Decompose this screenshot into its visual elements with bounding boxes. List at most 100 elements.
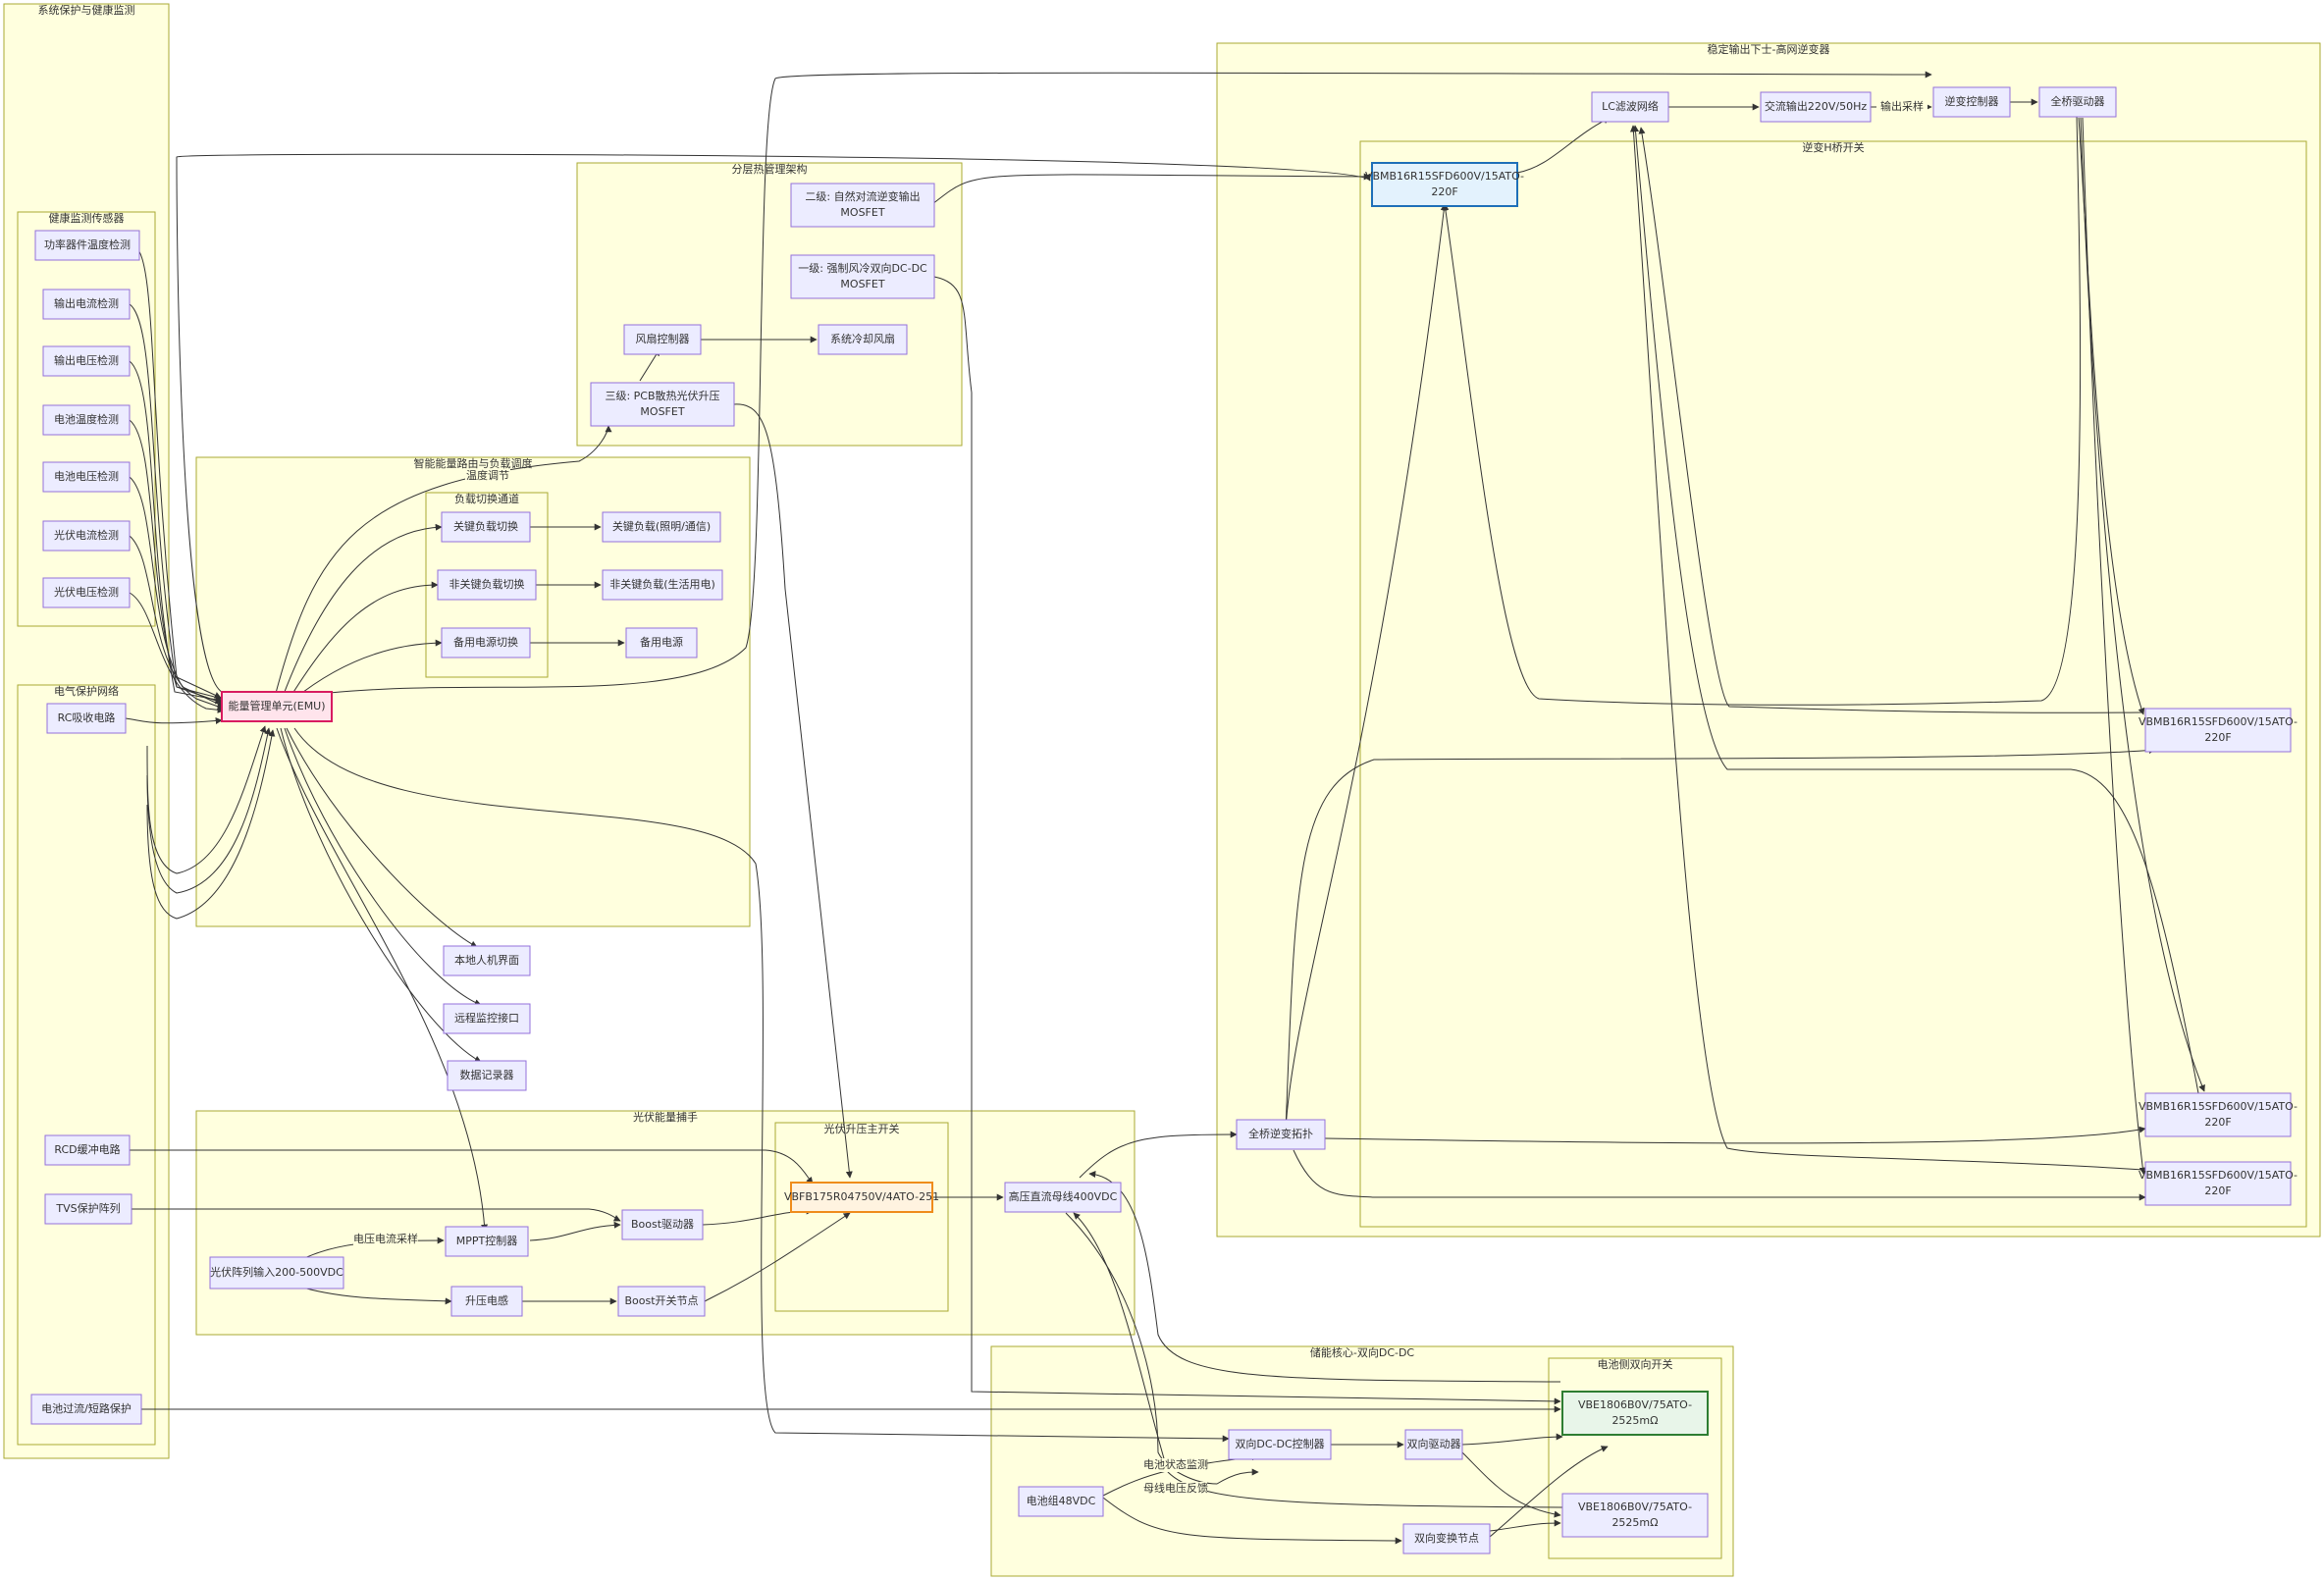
node-tvs-array[interactable]: TVS保护阵列 <box>44 1193 132 1225</box>
node-ac-output[interactable]: 交流输出220V/50Hz <box>1760 91 1872 123</box>
node-hbridge-q4[interactable]: VBMB16R15SFD600V/15ATO- 220F <box>2139 1161 2298 1206</box>
edge-outcur-to-emu <box>129 303 223 701</box>
node-noncritical-load-switch[interactable]: 非关键负载切换 <box>437 569 537 601</box>
node-label: 220F <box>2204 731 2231 744</box>
node-inverter-controller[interactable]: 逆变控制器 <box>1932 86 2011 118</box>
node-bidir-controller[interactable]: 双向DC-DC控制器 <box>1228 1429 1332 1460</box>
edge-drv-to-batq2 <box>1461 1451 1561 1518</box>
node-boost-switch-node[interactable]: Boost开关节点 <box>617 1286 706 1317</box>
node-mppt-controller[interactable]: MPPT控制器 <box>445 1226 529 1257</box>
node-pv-voltage[interactable]: 光伏电压检测 <box>42 577 131 608</box>
node-critical-load-switch[interactable]: 关键负载切换 <box>441 511 531 543</box>
node-temp-power-device[interactable]: 功率器件温度检测 <box>34 230 140 261</box>
group-title: 健康监测传感器 <box>49 211 125 225</box>
node-battery-q2[interactable]: VBE1806B0V/75ATO-2525mΩ <box>1561 1493 1709 1538</box>
node-hbridge-q3[interactable]: VBMB16R15SFD600V/15ATO- 220F <box>2139 1092 2298 1137</box>
group-title: 储能核心-双向DC-DC <box>1310 1345 1415 1359</box>
node-label: 220F <box>2204 1116 2231 1129</box>
node-output-voltage[interactable]: 输出电压检测 <box>42 345 131 377</box>
node-label: 2525mΩ <box>1611 1414 1658 1427</box>
node-hv-bus[interactable]: 高压直流母线400VDC <box>1004 1182 1122 1213</box>
group-electrical-protection: 电气保护网络 <box>17 684 156 1446</box>
node-hbridge-q1[interactable]: VBMB16R15SFD600V/15ATO-220F <box>1365 162 1524 207</box>
node-pv-array[interactable]: 光伏阵列输入200-500VDC <box>209 1256 344 1290</box>
node-label: VBMB16R15SFD600V/15ATO- <box>2139 1100 2298 1113</box>
node-cooling-fan[interactable]: 系统冷却风扇 <box>818 324 908 355</box>
edge-bidirnode-to-batq2 <box>1489 1519 1561 1532</box>
edge-lvl3-to-pvmos <box>733 403 853 1179</box>
node-boost-inductor[interactable]: 升压电感 <box>450 1286 523 1317</box>
node-label: 本地人机界面 <box>454 953 519 967</box>
node-backup-source[interactable]: 备用电源 <box>625 627 698 658</box>
node-label: 电池组48VDC <box>1027 1494 1096 1507</box>
node-lc-filter[interactable]: LC滤波网络 <box>1591 91 1669 123</box>
node-hbridge-q2[interactable]: VBMB16R15SFD600V/15ATO-220F <box>2139 708 2298 753</box>
node-noncritical-load[interactable]: 非关键负载(生活用电) <box>602 569 723 601</box>
node-label: 升压电感 <box>465 1294 508 1307</box>
edge-fbtopo-to-q4 <box>1293 1149 2146 1201</box>
node-label: 光伏电压检测 <box>54 585 119 599</box>
edge-emu-to-mppt <box>276 727 489 1232</box>
edge-emu-to-hmi <box>286 727 478 948</box>
edge-label-out-sample: 输出采样 <box>1880 99 1924 113</box>
node-battery-voltage[interactable]: 电池电压检测 <box>42 461 131 493</box>
group-title: 分层热管理架构 <box>732 162 808 176</box>
node-fan-controller[interactable]: 风扇控制器 <box>623 324 702 355</box>
node-battery-pack[interactable]: 电池组48VDC <box>1018 1486 1104 1517</box>
edge-rcd-to-emu <box>146 725 267 874</box>
node-bidir-switch-node[interactable]: 双向变换节点 <box>1402 1523 1491 1554</box>
group-title: 光伏升压主开关 <box>824 1122 900 1135</box>
node-fullbridge-topology[interactable]: 全桥逆变拓扑 <box>1236 1119 1326 1150</box>
node-critical-load[interactable]: 关键负载(照明/通信) <box>602 511 721 543</box>
node-output-current[interactable]: 输出电流检测 <box>42 289 131 320</box>
node-boost-driver[interactable]: Boost驱动器 <box>621 1209 704 1240</box>
node-rc-snubber[interactable]: RC吸收电路 <box>46 703 127 734</box>
node-label: VBMB16R15SFD600V/15ATO- <box>1365 170 1524 183</box>
node-label: Boost驱动器 <box>631 1218 694 1231</box>
edge-label-pv-sense: 电压电流采样 <box>353 1232 418 1245</box>
node-bidir-driver[interactable]: 双向驱动器 <box>1404 1429 1463 1460</box>
edge-fbdrv-to-q1 <box>1442 115 2082 706</box>
node-battery-protection[interactable]: 电池过流/短路保护 <box>30 1394 142 1425</box>
node-label: 光伏阵列输入200-500VDC <box>210 1265 343 1279</box>
nodes: 功率器件温度检测 输出电流检测 输出电压检测 电池温度检测 电池电压检测 光伏电… <box>30 86 2298 1554</box>
node-label: VBMB16R15SFD600V/15ATO- <box>2139 1169 2298 1182</box>
node-pv-mosfet[interactable]: VBFB175R04750V/4ATO-251 <box>784 1182 939 1213</box>
node-label: 全桥逆变拓扑 <box>1248 1127 1313 1140</box>
node-battery-q1[interactable]: VBE1806B0V/75ATO-2525mΩ <box>1561 1391 1709 1436</box>
node-battery-temp[interactable]: 电池温度检测 <box>42 404 131 436</box>
node-label: 备用电源 <box>640 635 683 649</box>
node-label: RC吸收电路 <box>58 711 116 724</box>
group-title: 逆变H桥开关 <box>1802 140 1864 154</box>
node-label: MOSFET <box>640 405 684 418</box>
node-label: LC滤波网络 <box>1602 99 1659 113</box>
node-fullbridge-driver[interactable]: 全桥驱动器 <box>2038 86 2117 118</box>
node-label: 电池电压检测 <box>54 469 119 483</box>
edge-label-bus-fb: 母线电压反馈 <box>1143 1481 1208 1495</box>
node-emu[interactable]: 能量管理单元(EMU) <box>221 691 333 722</box>
edge-lvl1-to-batq1 <box>933 276 1561 1405</box>
edge-emu-to-remote <box>284 727 482 1006</box>
node-pv-current[interactable]: 光伏电流检测 <box>42 520 131 552</box>
node-label: 220F <box>2204 1185 2231 1197</box>
edge-rcd-to-pvmos <box>130 1149 814 1185</box>
edge-q1-to-lc <box>1516 117 1611 174</box>
node-label: 高压直流母线400VDC <box>1009 1189 1118 1203</box>
group-title: 系统保护与健康监测 <box>38 3 135 17</box>
group-title: 电气保护网络 <box>54 684 119 698</box>
node-label: 一级: 强制风冷双向DC-DC <box>798 261 927 275</box>
node-label: MPPT控制器 <box>456 1234 517 1247</box>
node-label: 输出电压检测 <box>54 353 119 367</box>
node-remote-interface[interactable]: 远程监控接口 <box>443 1003 531 1034</box>
node-rcd-snubber[interactable]: RCD缓冲电路 <box>44 1134 131 1166</box>
node-data-logger[interactable]: 数据记录器 <box>447 1060 527 1091</box>
node-label: 二级: 自然对流逆变输出 <box>805 189 920 203</box>
node-hmi[interactable]: 本地人机界面 <box>443 945 531 976</box>
node-backup-switch[interactable]: 备用电源切换 <box>441 627 531 658</box>
edge-battemp-to-emu <box>129 419 223 705</box>
group-pv-switch: 光伏升压主开关 <box>774 1122 949 1312</box>
node-label: 备用电源切换 <box>453 635 518 649</box>
